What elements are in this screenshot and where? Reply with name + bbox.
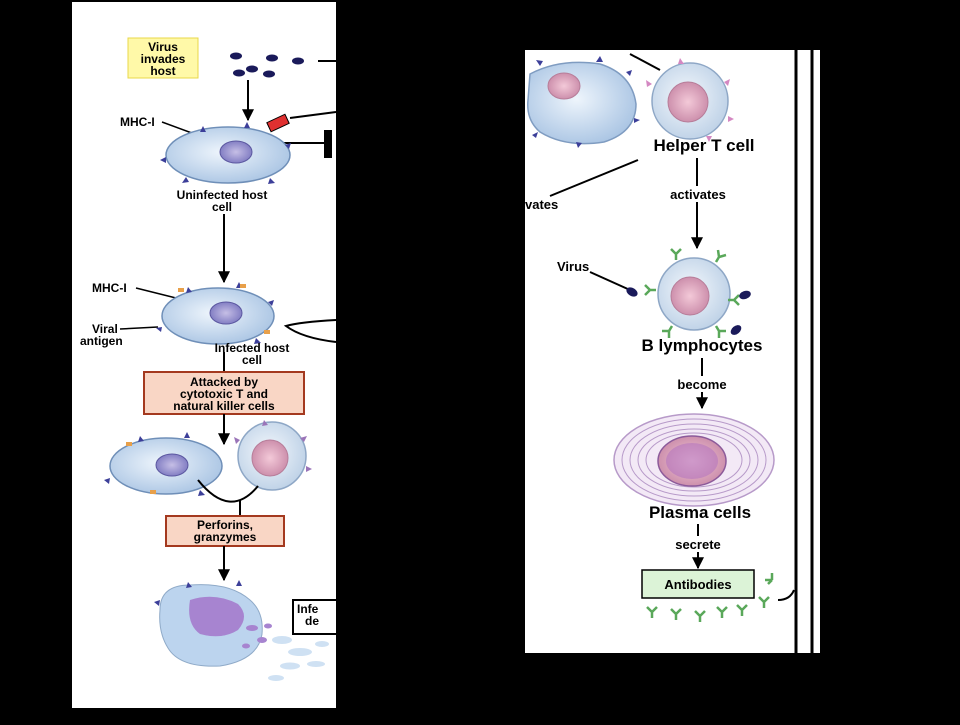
attacked-line3: natural killer cells	[173, 399, 275, 413]
dead-box-line2: de	[305, 614, 319, 628]
infected-label-line2: cell	[242, 353, 262, 367]
become-label-bg	[660, 376, 744, 392]
virus-invades-box: Virus invades host	[127, 37, 199, 79]
dying-cell-icon	[154, 580, 329, 681]
antibody-return-curve	[777, 589, 795, 601]
uninfected-cell-icon	[160, 122, 291, 184]
blocker-connector	[289, 111, 337, 119]
antibodies-box: Antibodies	[641, 569, 755, 599]
mhc-label-top: MHC-I	[120, 115, 155, 129]
perforins-line1: Perforins,	[197, 518, 253, 532]
virus-invades-line3: host	[150, 64, 175, 78]
virus-invades-line1: Virus	[148, 40, 178, 54]
secrete-label-bg	[656, 536, 740, 552]
activates-label-bg	[652, 186, 744, 202]
attacked-line1: Attacked by	[190, 375, 258, 389]
center-gap	[336, 0, 525, 720]
perforins-box: Perforins, granzymes	[165, 515, 285, 547]
uninfected-label-line1: Uninfected host	[177, 188, 268, 202]
dead-box-line1: Infe	[297, 602, 319, 616]
virus-invades-line2: invades	[141, 52, 186, 66]
helper-to-left-connector	[549, 159, 639, 197]
kill-bond-line	[197, 479, 259, 503]
antibodies-icon	[646, 573, 774, 622]
attacked-box: Attacked by cytotoxic T and natural kill…	[143, 371, 305, 415]
b-lymphocyte-icon	[626, 248, 751, 338]
perforins-line2: granzymes	[194, 530, 257, 544]
viral-antigen-pointer	[119, 326, 159, 330]
blocker-red-icon	[266, 113, 290, 133]
antibodies-label: Antibodies	[664, 577, 731, 592]
helper-t-label: Helper T cell	[653, 136, 754, 155]
plasma-cell-icon	[613, 413, 775, 507]
virus-label: Virus	[557, 259, 589, 274]
target-cell-icon	[104, 432, 223, 496]
helper-t-cell-icon	[646, 58, 734, 142]
become-label: become	[677, 377, 726, 392]
right-panel: Helper T cell vates activates Virus	[525, 50, 820, 653]
activates-cut-label: vates	[525, 197, 558, 212]
virus-particles-icon	[230, 52, 304, 78]
dead-box: Infe de	[292, 599, 344, 635]
virus-pointer	[589, 271, 631, 291]
infected-label-line1: Infected host	[215, 341, 290, 355]
secrete-label: secrete	[675, 537, 721, 552]
uninfected-label-line2: cell	[212, 200, 232, 214]
left-panel: Virus invades host MHC-I	[72, 2, 344, 708]
infected-connector	[283, 319, 337, 343]
attacked-line2: cytotoxic T and	[180, 387, 268, 401]
activates-label: activates	[670, 187, 726, 202]
viral-antigen-line2: antigen	[80, 334, 123, 348]
killer-t-cell-icon	[234, 420, 312, 491]
b-lymphocytes-label: B lymphocytes	[642, 336, 763, 355]
apc-cell-icon	[527, 56, 640, 148]
mhc-label-mid: MHC-I	[92, 281, 127, 295]
apc-connector	[629, 53, 661, 71]
viral-antigen-line1: Viral	[92, 322, 118, 336]
inhibit-bar-icon	[324, 130, 332, 158]
right-panel-background	[525, 50, 820, 653]
plasma-cells-label: Plasma cells	[649, 503, 751, 522]
infected-cell-icon	[156, 282, 275, 345]
